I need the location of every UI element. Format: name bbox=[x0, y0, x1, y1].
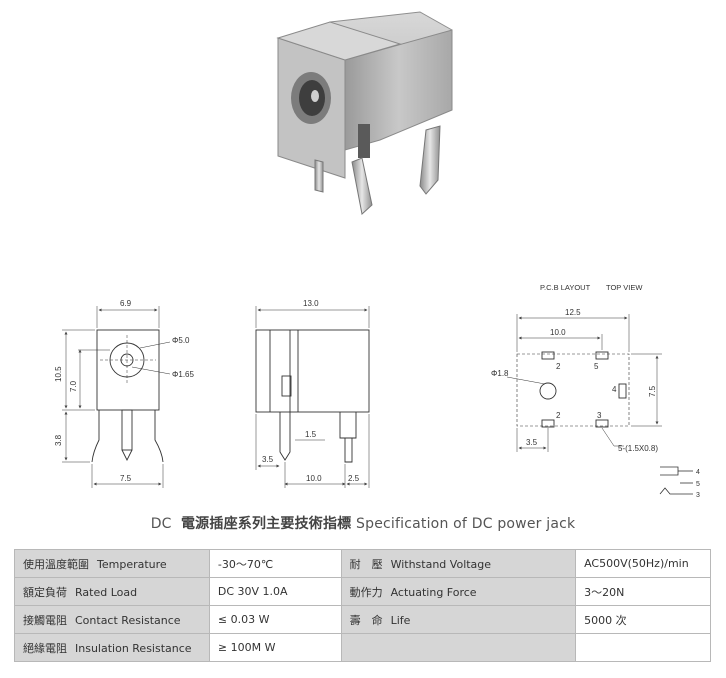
front-inner-height-label: 7.0 bbox=[69, 380, 78, 392]
table-row: 絕緣電阻 Insulation Resistance ≥ 100M W bbox=[14, 633, 711, 662]
spec-label: 接觸電阻 Contact Resistance bbox=[14, 605, 210, 634]
spec-label: 絕緣電阻 Insulation Resistance bbox=[14, 633, 210, 662]
pcb-pin-label: 2 bbox=[556, 411, 561, 420]
pcb-outer-width-label: 12.5 bbox=[565, 308, 581, 317]
technical-drawing: 6.9 Φ5.0 Φ1.65 10.5 7.0 3.8 7.5 13.0 1.5… bbox=[54, 11, 700, 499]
pcb-height-label: 7.5 bbox=[648, 385, 657, 397]
spec-value: 5000 次 bbox=[575, 605, 711, 634]
side-right-offset-label: 2.5 bbox=[348, 474, 360, 483]
side-pin-offset-label: 1.5 bbox=[305, 430, 317, 439]
spec-label-cn: 絕緣電阻 bbox=[23, 641, 67, 655]
spec-title-chinese: 電源插座系列主要技術指標 bbox=[180, 516, 352, 532]
spec-label: 動作力 Actuating Force bbox=[340, 577, 577, 606]
side-left-offset-label: 3.5 bbox=[262, 455, 274, 464]
pcb-bottom-spacing-label: 3.5 bbox=[526, 438, 538, 447]
spec-value: ≥ 100M W bbox=[208, 633, 342, 662]
pcb-pin-label: 2 bbox=[556, 362, 561, 371]
schematic-pin-label: 4 bbox=[696, 469, 700, 476]
pcb-pin-label: 3 bbox=[597, 411, 602, 420]
spec-value: DC 30V 1.0A bbox=[208, 577, 342, 606]
spec-label-en: Contact Resistance bbox=[75, 613, 181, 627]
table-row: 額定負荷 Rated Load DC 30V 1.0A 動作力 Actuating … bbox=[14, 577, 711, 606]
spec-empty-cell bbox=[340, 633, 577, 662]
pcb-pin-label: 5 bbox=[594, 362, 599, 371]
spec-label-en: Withstand Voltage bbox=[390, 557, 492, 571]
spec-value: ≤ 0.03 W bbox=[208, 605, 342, 634]
schematic-pin-label: 5 bbox=[696, 481, 700, 488]
front-hole-inner-label: Φ1.65 bbox=[172, 370, 195, 379]
spec-label-cn: 壽 命 bbox=[349, 613, 383, 627]
front-width-label: 6.9 bbox=[120, 299, 132, 308]
pcb-slot-note: 5-(1.5X0.8) bbox=[618, 444, 658, 453]
spec-label: 壽 命 Life bbox=[340, 605, 577, 634]
spec-label-cn: 使用溫度範圍 bbox=[23, 557, 89, 571]
spec-label: 耐 壓 Withstand Voltage bbox=[340, 549, 577, 578]
front-pin-span-label: 7.5 bbox=[120, 474, 132, 483]
table-row: 使用溫度範圍 Temperature -30～70℃ 耐 壓 Withstand V… bbox=[14, 549, 711, 578]
spec-value bbox=[575, 633, 711, 662]
spec-label-cn: 耐 壓 bbox=[349, 557, 383, 571]
front-height-label: 10.5 bbox=[54, 366, 63, 382]
spec-label-en: Insulation Resistance bbox=[75, 641, 192, 655]
side-view-drawing bbox=[255, 306, 370, 488]
spec-value: 3～20N bbox=[575, 577, 711, 606]
spec-label-en: Life bbox=[390, 613, 411, 627]
front-view-drawing bbox=[62, 306, 171, 488]
front-pin-height-label: 3.8 bbox=[54, 434, 63, 446]
pcb-pad-span-label: 10.0 bbox=[550, 328, 566, 337]
pcb-layout-header: P.C.B LAYOUT bbox=[540, 283, 591, 292]
pcb-hole-label: Φ1.8 bbox=[491, 369, 509, 378]
pcb-pin-label: 4 bbox=[612, 385, 617, 394]
spec-title: DC 電源插座系列主要技術指標 Specification of DC powe… bbox=[0, 513, 726, 533]
spec-title-english: Specification of DC power jack bbox=[356, 516, 576, 532]
spec-label: 額定負荷 Rated Load bbox=[14, 577, 210, 606]
spec-title-prefix: DC bbox=[150, 516, 172, 532]
side-pitch-label: 10.0 bbox=[306, 474, 322, 483]
top-view-header: TOP VIEW bbox=[606, 283, 643, 292]
schematic-pin-label: 3 bbox=[696, 492, 700, 499]
spec-label: 使用溫度範圍 Temperature bbox=[14, 549, 210, 578]
spec-value: -30～70℃ bbox=[208, 549, 342, 578]
spec-label-en: Rated Load bbox=[75, 585, 138, 599]
spec-label-en: Temperature bbox=[97, 557, 167, 571]
product-illustration bbox=[276, 11, 453, 215]
pcb-layout-drawing bbox=[506, 314, 662, 452]
spec-label-cn: 動作力 bbox=[349, 585, 383, 599]
front-hole-outer-label: Φ5.0 bbox=[172, 336, 190, 345]
spec-table: 使用溫度範圍 Temperature -30～70℃ 耐 壓 Withstand V… bbox=[14, 549, 711, 662]
spec-label-en: Actuating Force bbox=[390, 585, 477, 599]
spec-label-cn: 額定負荷 bbox=[23, 585, 67, 599]
side-length-label: 13.0 bbox=[303, 299, 319, 308]
jack-schematic-symbol bbox=[659, 466, 693, 495]
spec-label-cn: 接觸電阻 bbox=[23, 613, 67, 627]
spec-value: AC500V(50Hz)/min bbox=[575, 549, 711, 578]
